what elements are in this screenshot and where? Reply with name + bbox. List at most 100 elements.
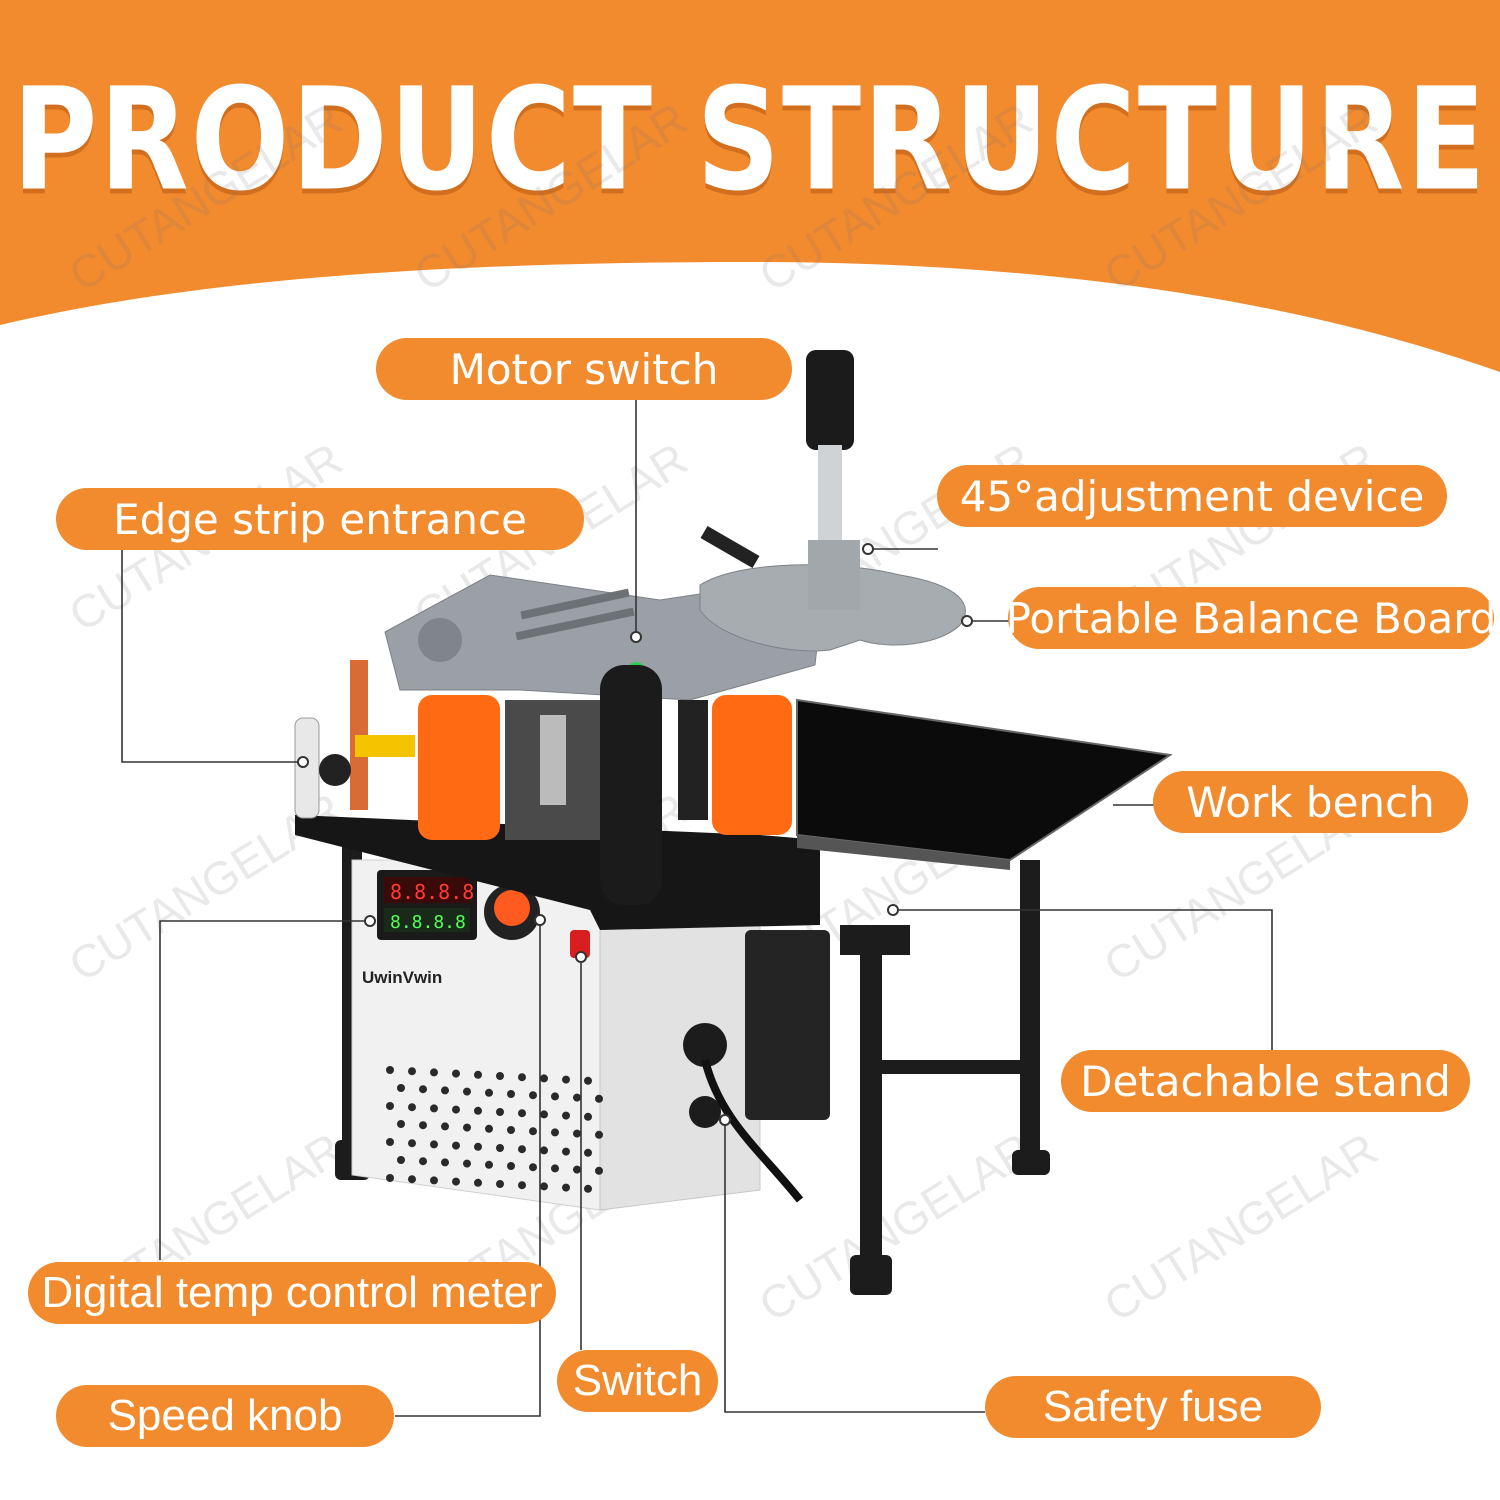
vent-hole: [474, 1142, 482, 1151]
label-motor-switch: Motor switch: [376, 338, 792, 400]
speed-knob: [484, 884, 540, 940]
label-edge-strip-entrance: Edge strip entrance: [56, 488, 584, 550]
45-adjustment-device: [700, 350, 860, 610]
vent-hole: [540, 1074, 548, 1083]
vent-hole: [386, 1102, 394, 1110]
vent-hole: [507, 1162, 515, 1170]
svg-text:8.8.8.8: 8.8.8.8: [390, 912, 466, 933]
vent-hole: [474, 1178, 482, 1187]
leader-lines: [121, 400, 1273, 1417]
vent-hole: [562, 1111, 570, 1120]
vent-hole: [595, 1130, 603, 1139]
vent-hole: [529, 1091, 537, 1100]
vent-hole: [419, 1085, 427, 1094]
vent-hole: [452, 1177, 460, 1186]
header-banner: [0, 0, 1500, 372]
leader-dots: [297, 543, 973, 1126]
vent-hole: [463, 1087, 471, 1096]
vent-hole: [573, 1165, 581, 1174]
vent-hole: [518, 1181, 526, 1190]
vent-hole: [540, 1110, 548, 1119]
vent-hole: [430, 1140, 438, 1149]
label-digital-temp-control-meter: Digital temp control meter: [28, 1262, 556, 1324]
detachable-stand: [840, 860, 1050, 1295]
brand-label: UwinVwin: [362, 968, 443, 987]
vent-hole: [452, 1069, 460, 1078]
vent-hole: [496, 1072, 504, 1080]
handle: [600, 665, 708, 905]
vent-hole: [408, 1067, 416, 1076]
vent-hole: [397, 1156, 405, 1164]
label-work-bench: Work bench: [1153, 771, 1468, 833]
vent-hole: [408, 1175, 416, 1184]
vent-hole: [551, 1128, 559, 1137]
vent-hole: [474, 1106, 482, 1115]
motor-housing: [683, 930, 830, 1203]
vent-hole: [474, 1070, 482, 1079]
vent-hole: [507, 1090, 515, 1098]
vent-hole: [551, 1092, 559, 1101]
vent-hole: [496, 1108, 504, 1116]
vent-hole: [573, 1093, 581, 1102]
vent-hole: [430, 1068, 438, 1077]
vent-hole: [397, 1084, 405, 1092]
vent-hole: [397, 1120, 405, 1128]
vent-hole: [573, 1129, 581, 1138]
vent-hole: [463, 1123, 471, 1132]
vent-hole: [430, 1176, 438, 1185]
vent-hole: [496, 1180, 504, 1188]
label-portable-balance-board: Portable Balance Board: [1006, 587, 1496, 649]
vent-hole: [485, 1088, 493, 1097]
vent-hole: [540, 1146, 548, 1155]
vent-hole: [386, 1138, 394, 1146]
label-45-adjustment-device: 45°adjustment device: [937, 465, 1447, 527]
label-speed-knob: Speed knob: [56, 1385, 394, 1447]
vent-hole: [584, 1148, 592, 1157]
vent-hole: [507, 1126, 515, 1134]
label-detachable-stand: Detachable stand: [1061, 1050, 1470, 1112]
edge-strip-entrance: [294, 660, 415, 819]
vent-hole: [452, 1105, 460, 1114]
vent-hole: [562, 1147, 570, 1156]
vent-hole: [430, 1104, 438, 1113]
vent-hole: [441, 1086, 449, 1095]
vent-hole: [529, 1127, 537, 1136]
label-safety-fuse: Safety fuse: [985, 1376, 1321, 1438]
vent-hole: [529, 1163, 537, 1172]
vent-hole: [463, 1159, 471, 1168]
rollers: [418, 695, 792, 840]
vent-hole: [441, 1122, 449, 1131]
vent-hole: [408, 1139, 416, 1148]
label-switch: Switch: [557, 1350, 718, 1412]
work-bench: [796, 698, 1173, 870]
vent-hole: [485, 1124, 493, 1133]
vent-hole: [441, 1158, 449, 1167]
vent-hole: [518, 1073, 526, 1082]
vent-hole: [386, 1174, 394, 1182]
vent-hole: [540, 1182, 548, 1191]
vent-hole: [408, 1103, 416, 1112]
vent-hole: [419, 1157, 427, 1166]
page-title: PRODUCT STRUCTURE: [12, 58, 1488, 223]
vent-hole: [595, 1094, 603, 1103]
vent-hole: [562, 1075, 570, 1084]
base-plate: [295, 815, 820, 930]
vent-hole: [584, 1184, 592, 1193]
vent-hole: [518, 1109, 526, 1118]
vent-hole: [584, 1112, 592, 1121]
vent-hole: [584, 1076, 592, 1085]
vent-hole: [518, 1145, 526, 1154]
vent-hole: [496, 1144, 504, 1152]
vent-hole: [551, 1164, 559, 1173]
vent-hole: [485, 1160, 493, 1169]
svg-text:8.8.8.8: 8.8.8.8: [390, 880, 474, 904]
vent-holes: [386, 1066, 603, 1193]
vent-hole: [452, 1141, 460, 1150]
vent-hole: [386, 1066, 394, 1074]
vent-hole: [419, 1121, 427, 1130]
vent-hole: [595, 1166, 603, 1175]
digital-temp-control-meter: 8.8.8.8 8.8.8.8: [377, 870, 477, 940]
power-switch: [570, 930, 590, 958]
